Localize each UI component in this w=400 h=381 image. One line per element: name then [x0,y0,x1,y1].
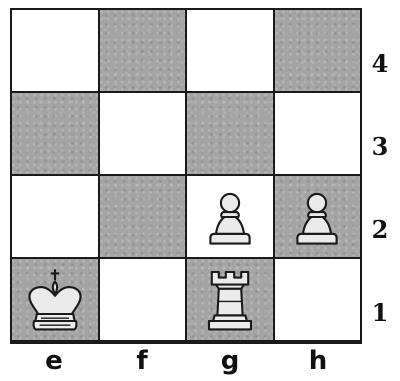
file-label-g: g [186,346,274,376]
square-g3[interactable] [187,93,273,174]
file-label-e: e [10,346,98,376]
square-f2[interactable] [100,176,186,257]
rank-label-1: 1 [368,301,392,325]
square-f4[interactable] [100,10,186,91]
white-pawn-icon[interactable] [282,182,352,252]
white-rook-icon[interactable] [195,265,265,335]
square-h3[interactable] [275,93,361,174]
square-e3[interactable] [12,93,98,174]
file-label-h: h [274,346,362,376]
square-e4[interactable] [12,10,98,91]
square-h1[interactable] [275,259,361,340]
square-h2[interactable] [275,176,361,257]
square-g1[interactable] [187,259,273,340]
chess-board [10,8,362,342]
square-g2[interactable] [187,176,273,257]
square-g4[interactable] [187,10,273,91]
square-e2[interactable] [12,176,98,257]
rank-label-3: 3 [368,135,392,159]
square-f1[interactable] [100,259,186,340]
square-f3[interactable] [100,93,186,174]
file-labels: e f g h [10,342,362,374]
square-e1[interactable] [12,259,98,340]
rank-label-2: 2 [368,218,392,242]
square-h4[interactable] [275,10,361,91]
file-label-f: f [98,346,186,376]
white-king-icon[interactable] [20,265,90,335]
white-pawn-icon[interactable] [195,182,265,252]
rank-label-4: 4 [368,52,392,76]
